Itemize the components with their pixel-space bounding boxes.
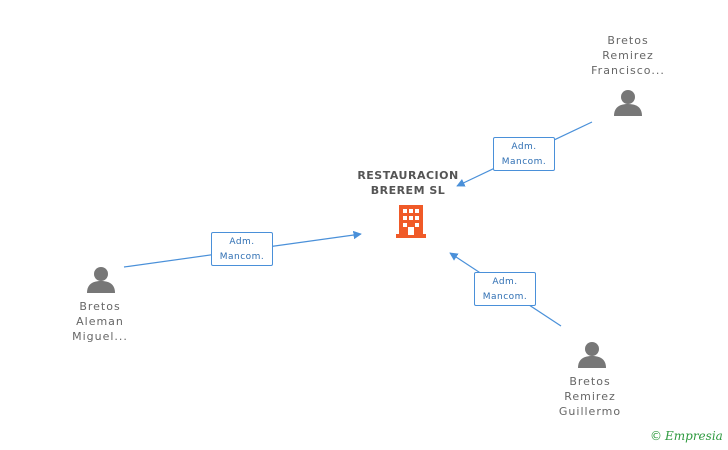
person-name-line: Guillermo xyxy=(558,405,622,418)
watermark: ©Empresia xyxy=(650,429,723,443)
relation-label-bottom-right[interactable]: Adm. Mancom. xyxy=(474,272,536,306)
person-name-line: Francisco... xyxy=(591,64,665,77)
brand-name: Empresia xyxy=(665,429,723,443)
person-name-line: Aleman xyxy=(76,315,124,328)
company-name-line1: RESTAURACION xyxy=(357,169,459,182)
relation-label-left[interactable]: Adm. Mancom. xyxy=(211,232,273,266)
relation-role-line: Mancom. xyxy=(482,292,528,302)
person-name-line: Remirez xyxy=(564,390,616,403)
relation-role-line: Mancom. xyxy=(219,252,265,262)
person-label-top-right[interactable]: Bretos Remirez Francisco... xyxy=(578,33,678,78)
relation-label-top-right[interactable]: Adm. Mancom. xyxy=(493,137,555,171)
relation-role-line: Adm. xyxy=(229,237,255,247)
person-label-bottom-right[interactable]: Bretos Remirez Guillermo xyxy=(540,374,640,419)
person-label-left[interactable]: Bretos Aleman Miguel... xyxy=(50,299,150,344)
person-name-line: Bretos xyxy=(607,34,649,47)
person-icon[interactable] xyxy=(614,90,642,116)
copyright-symbol: © xyxy=(650,429,662,443)
relation-role-line: Mancom. xyxy=(501,157,547,167)
building-icon[interactable] xyxy=(396,205,426,238)
person-icon[interactable] xyxy=(578,342,606,368)
company-name[interactable]: RESTAURACION BREREM SL xyxy=(350,168,466,198)
relation-role-line: Adm. xyxy=(511,142,537,152)
person-name-line: Miguel... xyxy=(72,330,128,343)
person-icon[interactable] xyxy=(87,267,115,293)
relation-role-line: Adm. xyxy=(492,277,518,287)
company-name-line2: BREREM SL xyxy=(370,184,446,197)
person-name-line: Remirez xyxy=(602,49,654,62)
person-name-line: Bretos xyxy=(79,300,121,313)
person-name-line: Bretos xyxy=(569,375,611,388)
